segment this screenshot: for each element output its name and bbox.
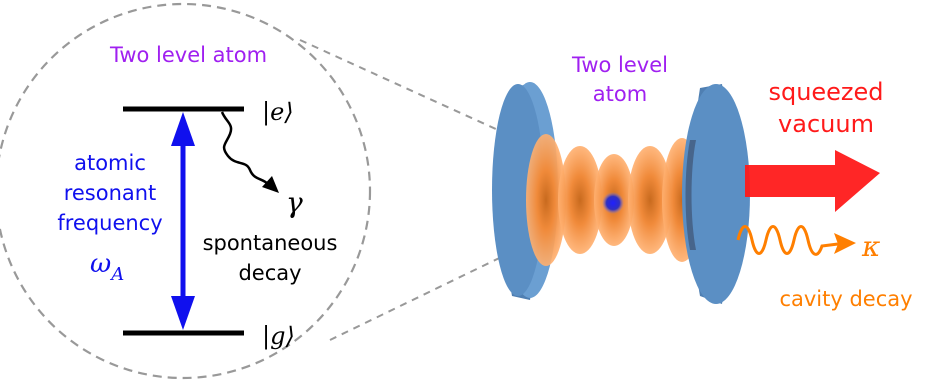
squeezed-label-line2: vacuum bbox=[778, 110, 874, 138]
spontaneous-decay-arrow bbox=[220, 111, 279, 193]
kappa-symbol: κ bbox=[861, 230, 880, 263]
zoom-line-top bbox=[299, 39, 521, 141]
squeezed-label-line1: squeezed bbox=[768, 78, 883, 106]
cavity-mode bbox=[526, 134, 702, 266]
zoom-line-bottom bbox=[329, 247, 521, 341]
transition-arrow bbox=[171, 112, 195, 330]
right-mirror bbox=[682, 84, 750, 304]
gamma-symbol: γ bbox=[286, 186, 303, 219]
squeezed-vacuum-arrow bbox=[745, 150, 880, 212]
decay-label-line2: decay bbox=[238, 261, 301, 285]
ground-state-label: |g⟩ bbox=[262, 322, 295, 351]
inset-circle bbox=[0, 2, 372, 380]
frequency-label-line2: resonant bbox=[64, 181, 157, 205]
cavity-atom-label-line2: atom bbox=[593, 82, 647, 106]
frequency-label-line3: frequency bbox=[57, 211, 162, 235]
inset-magnifier bbox=[0, 2, 521, 380]
cavity bbox=[492, 82, 750, 304]
mode-lobe bbox=[526, 134, 566, 266]
cavity-atom-label-line1: Two level bbox=[571, 53, 668, 77]
omega-letter: ω bbox=[90, 249, 111, 279]
frequency-label-line1: atomic bbox=[74, 151, 146, 175]
excited-state-label: |e⟩ bbox=[262, 98, 294, 127]
mode-lobe bbox=[558, 146, 602, 254]
cavity-decay-label: cavity decay bbox=[779, 287, 912, 311]
omega-symbol: ωA bbox=[90, 249, 124, 285]
mode-lobe bbox=[628, 146, 672, 254]
energy-level-diagram bbox=[123, 106, 279, 336]
decay-label-line1: spontaneous bbox=[203, 231, 338, 255]
cavity-decay-arrow bbox=[736, 225, 856, 256]
atom-dot bbox=[602, 192, 624, 214]
omega-subscript: A bbox=[109, 264, 124, 285]
inset-title: Two level atom bbox=[109, 43, 267, 67]
